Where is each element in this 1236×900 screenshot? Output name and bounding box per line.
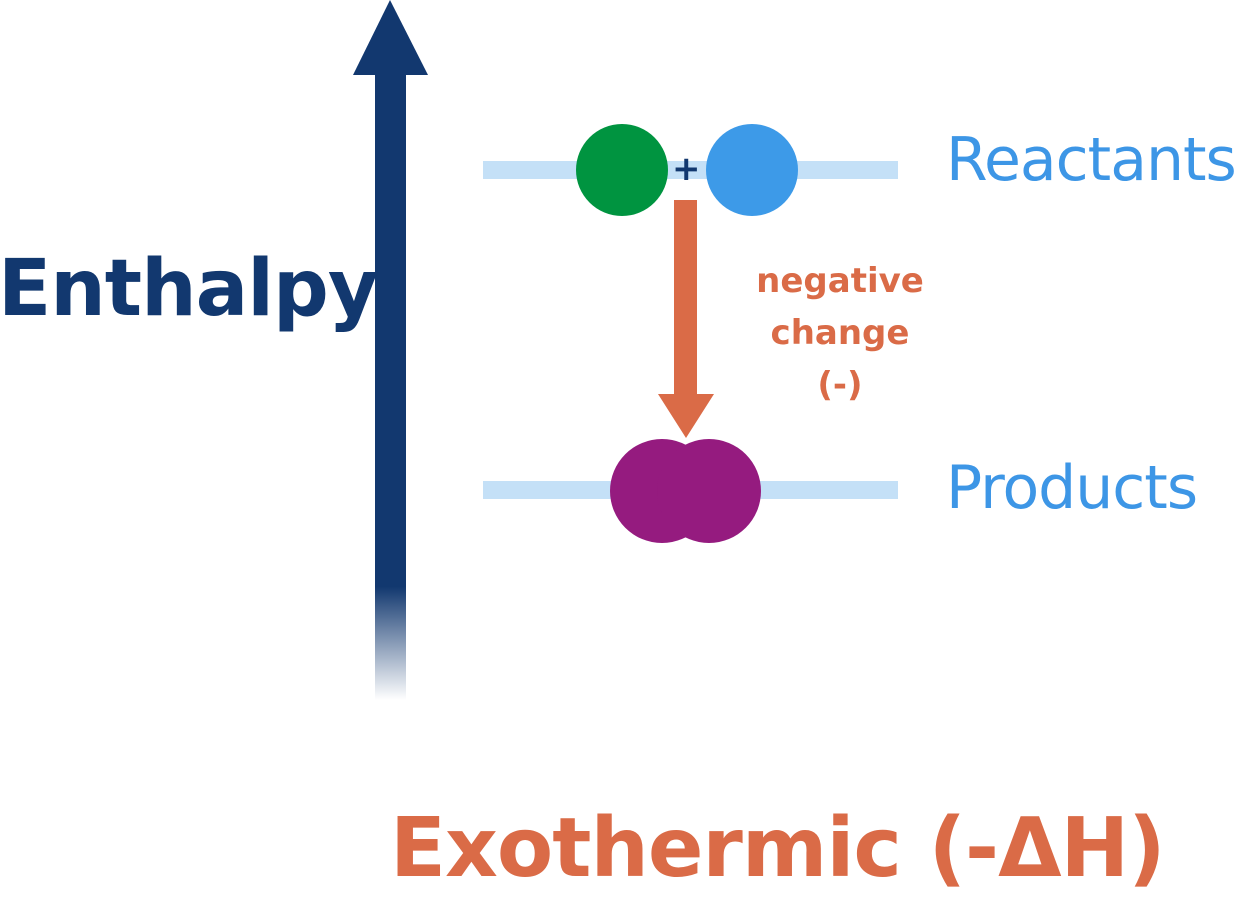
diagram-title: Exothermic (-ΔH) xyxy=(390,801,1166,896)
reactant-green-circle xyxy=(576,124,668,216)
change-label: negative change (-) xyxy=(740,255,940,411)
reactant-blue-circle xyxy=(706,124,798,216)
change-label-line-3: (-) xyxy=(817,365,863,405)
product-molecule xyxy=(610,439,761,543)
change-arrow-shaft xyxy=(674,200,697,398)
products-label: Products xyxy=(946,453,1198,523)
change-label-line-1: negative xyxy=(756,261,924,301)
axis-arrowhead xyxy=(353,0,428,75)
reactants-label: Reactants xyxy=(946,125,1236,195)
change-arrow-head xyxy=(658,394,714,438)
plus-sign: + xyxy=(672,149,701,189)
axis-shaft xyxy=(375,70,406,700)
up-arrow-icon xyxy=(353,0,428,700)
down-arrow-icon xyxy=(658,200,714,438)
change-label-line-2: change xyxy=(770,313,910,353)
product-right-lobe xyxy=(657,439,761,543)
enthalpy-axis-label: Enthalpy xyxy=(0,244,379,334)
